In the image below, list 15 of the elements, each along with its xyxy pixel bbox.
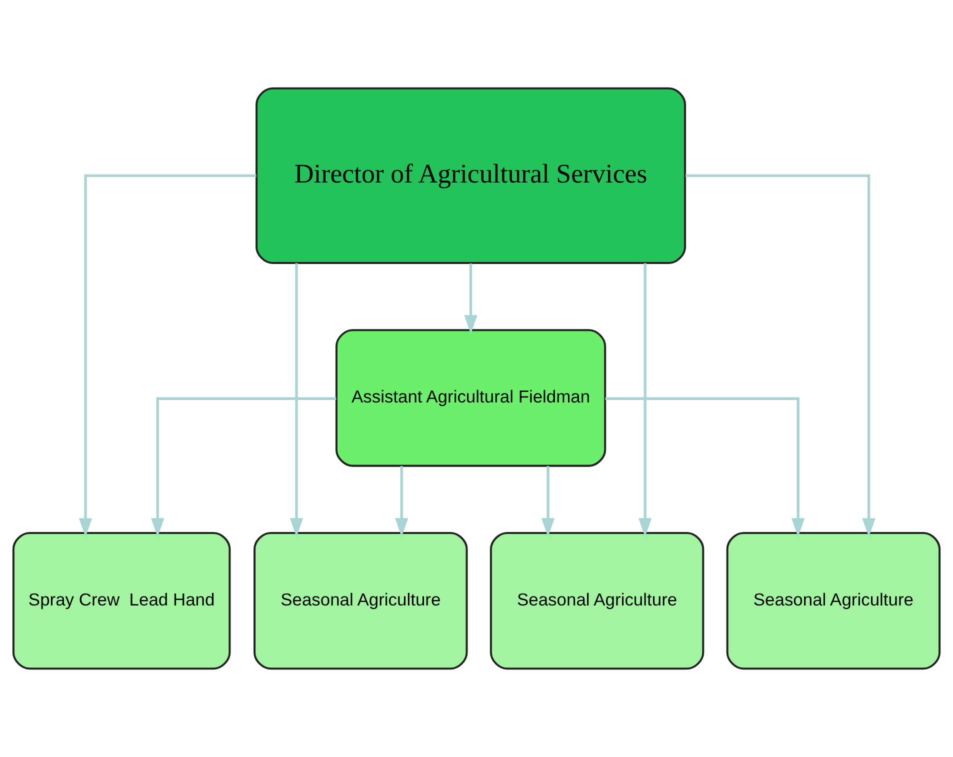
arrow (395, 466, 408, 537)
node-box: Spray Crew Lead Hand (12, 532, 231, 670)
arrow (638, 263, 652, 537)
arrow (605, 397, 805, 537)
node-box: Seasonal Agriculture (490, 532, 704, 670)
arrow (78, 174, 256, 538)
arrow (290, 263, 304, 537)
node-box: Assistant Agricultural Fieldman (335, 329, 606, 467)
arrow (151, 397, 336, 537)
node-box: Director of Agricultural Services (256, 87, 686, 264)
node-box: Seasonal Agriculture (254, 532, 468, 670)
node-box: Seasonal Agriculture (726, 532, 941, 670)
arrow (541, 466, 555, 537)
arrow (464, 264, 478, 334)
arrow (686, 174, 876, 538)
